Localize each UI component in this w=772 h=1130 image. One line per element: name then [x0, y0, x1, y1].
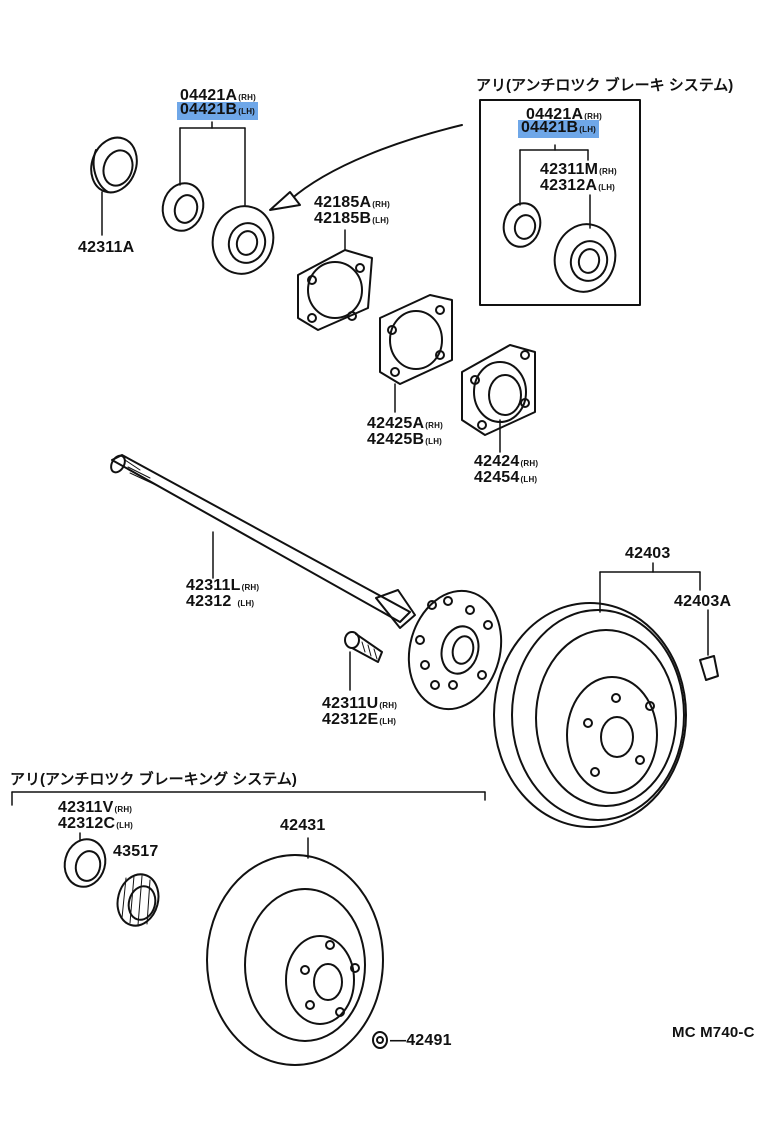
part-label-42454[interactable]: 42454(LH) — [474, 470, 537, 488]
side-suffix: (RH) — [425, 421, 443, 430]
plate-42425 — [379, 294, 453, 413]
part-label-04421A-left[interactable]: 04421A(RH) — [180, 88, 256, 106]
part-label-42312E[interactable]: 42312E(LH) — [322, 712, 396, 730]
part-number: 42185B — [314, 210, 372, 227]
part-label-42431[interactable]: 42431 — [280, 818, 326, 834]
part-label-04421A-right[interactable]: 04421A(RH) — [526, 107, 602, 125]
bearing-left — [211, 205, 275, 275]
side-suffix: (LH) — [237, 599, 255, 608]
abs-bracket-bottom — [11, 791, 486, 806]
part-number: 42312A — [540, 177, 598, 194]
part-label-04421B-left[interactable]: 04421B(LH) — [177, 101, 259, 120]
part-number: 42425B — [367, 431, 425, 448]
side-suffix: (RH) — [114, 805, 133, 814]
part-label-42312[interactable]: 42312 (LH) — [186, 594, 254, 612]
part-number: 04421B — [521, 119, 579, 136]
part-number: —42491 — [390, 1032, 452, 1049]
side-suffix: (LH) — [379, 717, 397, 726]
part-number: 42311V — [58, 799, 114, 816]
part-label-42312C[interactable]: 42312C(LH) — [58, 816, 133, 834]
side-suffix: (RH) — [241, 583, 260, 592]
part-label-42311M[interactable]: 42311M(RH) — [540, 162, 617, 180]
side-suffix: (RH) — [372, 200, 390, 209]
side-suffix: (LH) — [116, 821, 134, 830]
abs-caption-bottom: アリ(アンチロツク ブレーキング システム) — [10, 771, 297, 788]
part-number: 42311A — [78, 239, 135, 256]
part-label-42491[interactable]: —42491 — [390, 1033, 452, 1049]
part-number: 04421A — [180, 87, 238, 104]
retainer-42424 — [461, 344, 536, 453]
part-label-42312A[interactable]: 42312A(LH) — [540, 178, 615, 196]
side-suffix: (RH) — [238, 93, 256, 102]
bearing-race-left — [161, 182, 205, 232]
side-suffix: (LH) — [520, 475, 538, 484]
part-label-42311A[interactable]: 42311A — [78, 240, 134, 256]
bearing-inset — [553, 223, 617, 293]
part-label-42425B[interactable]: 42425B(LH) — [367, 432, 442, 450]
part-label-43517[interactable]: 43517 — [113, 844, 159, 860]
part-number: 43517 — [113, 843, 159, 860]
part-label-42403[interactable]: 42403 — [625, 546, 671, 562]
side-suffix: (LH) — [425, 437, 443, 446]
side-suffix: (LH) — [372, 216, 390, 225]
leader-04421-left — [179, 121, 246, 206]
part-number: 04421A — [526, 106, 584, 123]
gasket-42185 — [297, 229, 373, 331]
side-suffix: (RH) — [520, 459, 539, 468]
part-number: 42311L — [186, 577, 241, 594]
part-number: 42312 — [186, 593, 232, 610]
side-suffix: (RH) — [584, 112, 602, 121]
part-label-42185A[interactable]: 42185A(RH) — [314, 195, 390, 213]
part-label-42311V[interactable]: 42311V(RH) — [58, 800, 132, 818]
part-label-42403A[interactable]: 42403A — [674, 594, 731, 610]
side-suffix: (LH) — [579, 125, 597, 134]
part-number: 42424 — [474, 453, 520, 470]
part-number: 42311U — [322, 695, 379, 712]
part-number: 42403A — [674, 593, 732, 610]
part-number: 42312E — [322, 711, 379, 728]
part-number: 42431 — [280, 817, 326, 834]
part-label-42425A[interactable]: 42425A(RH) — [367, 416, 443, 434]
part-number: 42454 — [474, 469, 520, 486]
leader-04421-right — [519, 144, 591, 229]
bearing-race-inset — [502, 202, 542, 248]
abs-caption-top: アリ(アンチロツク ブレーキ システム) — [476, 77, 734, 94]
part-label-42424[interactable]: 42424(RH) — [474, 454, 538, 472]
brake-drum — [493, 562, 719, 828]
curved-arrow — [269, 124, 463, 211]
part-label-42185B[interactable]: 42185B(LH) — [314, 211, 389, 229]
part-number: 04421B — [180, 101, 238, 118]
hub-bolt — [344, 631, 383, 691]
screw-42491 — [372, 1031, 388, 1049]
side-suffix: (RH) — [379, 701, 398, 710]
part-number: 42425A — [367, 415, 425, 432]
part-label-42311U[interactable]: 42311U(RH) — [322, 696, 397, 714]
part-number: 42403 — [625, 545, 671, 562]
part-number: 42185A — [314, 194, 372, 211]
disc-rotor — [206, 837, 384, 1066]
axle-shaft — [110, 454, 503, 711]
part-label-04421B-right[interactable]: 04421B(LH) — [518, 119, 600, 138]
oil-seal-42311A — [90, 136, 138, 236]
part-label-42311L[interactable]: 42311L(RH) — [186, 578, 259, 596]
oil-seal-42311V — [63, 832, 107, 888]
sensor-rotor-43517 — [116, 873, 160, 927]
part-number: 42311M — [540, 161, 599, 178]
abs-inset-box — [479, 99, 641, 306]
side-suffix: (LH) — [598, 183, 616, 192]
part-number: 42312C — [58, 815, 116, 832]
diagram-code: MC M740-C — [672, 1024, 755, 1041]
side-suffix: (LH) — [238, 107, 256, 116]
side-suffix: (RH) — [599, 167, 617, 176]
